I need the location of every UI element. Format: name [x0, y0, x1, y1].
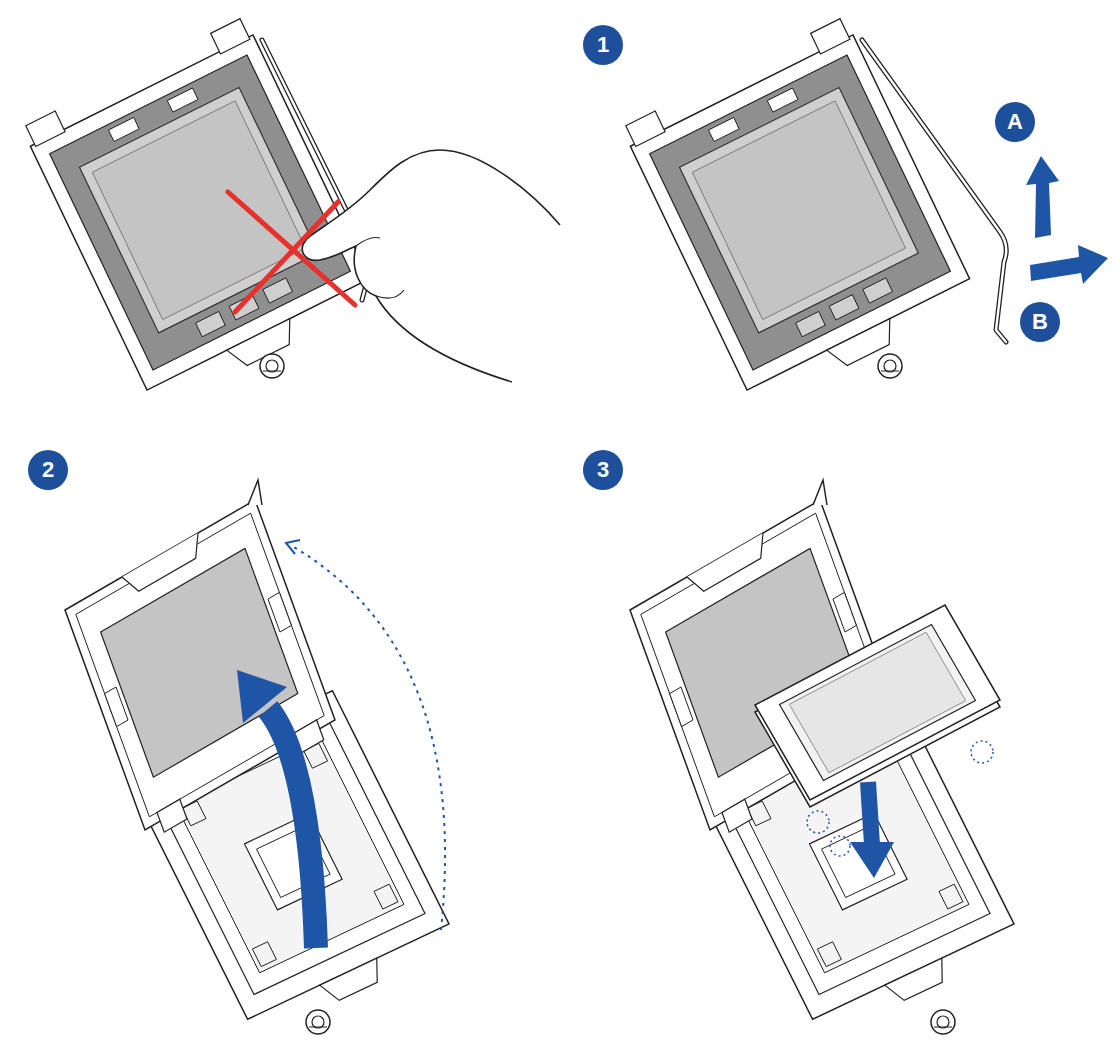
callout-number: 2 [28, 450, 68, 490]
socket-open [630, 480, 1024, 1039]
callout-number: 1 [583, 25, 623, 65]
callout-number: B [1020, 302, 1060, 342]
callout-label: B [1032, 311, 1048, 333]
prohibited-mark [228, 192, 355, 312]
callout-label: A [1007, 111, 1023, 133]
direction-arrow [1026, 156, 1108, 284]
hand [302, 150, 560, 382]
socket-closed [22, 17, 380, 411]
cpu [755, 605, 1000, 878]
socket-open [65, 480, 459, 1039]
callout-label: 3 [597, 459, 609, 481]
callout-number: 3 [583, 450, 623, 490]
socket-lever-released [622, 17, 1007, 411]
callout-label: 2 [42, 459, 54, 481]
callout-number: A [995, 102, 1035, 142]
callout-label: 1 [597, 34, 609, 56]
